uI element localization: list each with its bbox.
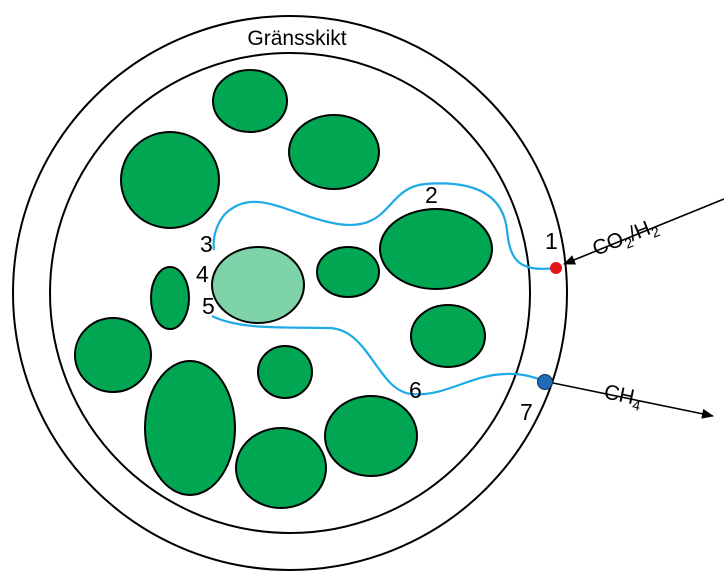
step-2-label: 2 — [425, 182, 438, 208]
granule-circle — [49, 52, 531, 534]
boundary-layer-circle — [12, 15, 568, 571]
step-3-label: 3 — [200, 231, 213, 257]
outflow-label-main: CH — [602, 380, 636, 409]
step-5-label: 5 — [202, 293, 215, 319]
microbe-cells — [74, 69, 493, 509]
step-1-label: 1 — [545, 228, 558, 254]
step-7-label: 7 — [520, 399, 533, 425]
inflow-label-main: CO — [589, 228, 627, 261]
inflow-pathway — [212, 182, 557, 270]
inflow-label: CO2/H2 — [589, 214, 662, 264]
cell — [74, 317, 152, 393]
cell — [410, 304, 486, 368]
cell — [288, 114, 380, 190]
outflow-arrow — [552, 382, 714, 419]
cell — [150, 266, 190, 330]
cell — [257, 345, 313, 399]
outflow-pathway — [211, 315, 546, 396]
cell — [212, 69, 288, 133]
outflow-label-sub: 4 — [631, 396, 642, 413]
outflow-marker — [537, 374, 553, 390]
boundary-label: Gränsskikt — [247, 27, 346, 50]
cell — [379, 208, 493, 290]
active-cell — [211, 246, 305, 324]
inflow-arrow — [563, 198, 724, 265]
cell — [324, 395, 418, 477]
step-6-label: 6 — [409, 377, 422, 403]
svg-text:CO2/H2: CO2/H2 — [589, 214, 662, 264]
outflow-label: CH4 — [601, 380, 644, 413]
cell — [316, 246, 380, 298]
step-4-label: 4 — [196, 261, 209, 287]
inflow-marker — [550, 262, 562, 274]
svg-text:CH4: CH4 — [601, 380, 644, 413]
cell — [144, 360, 236, 496]
cell — [120, 131, 220, 229]
cell — [235, 427, 327, 509]
